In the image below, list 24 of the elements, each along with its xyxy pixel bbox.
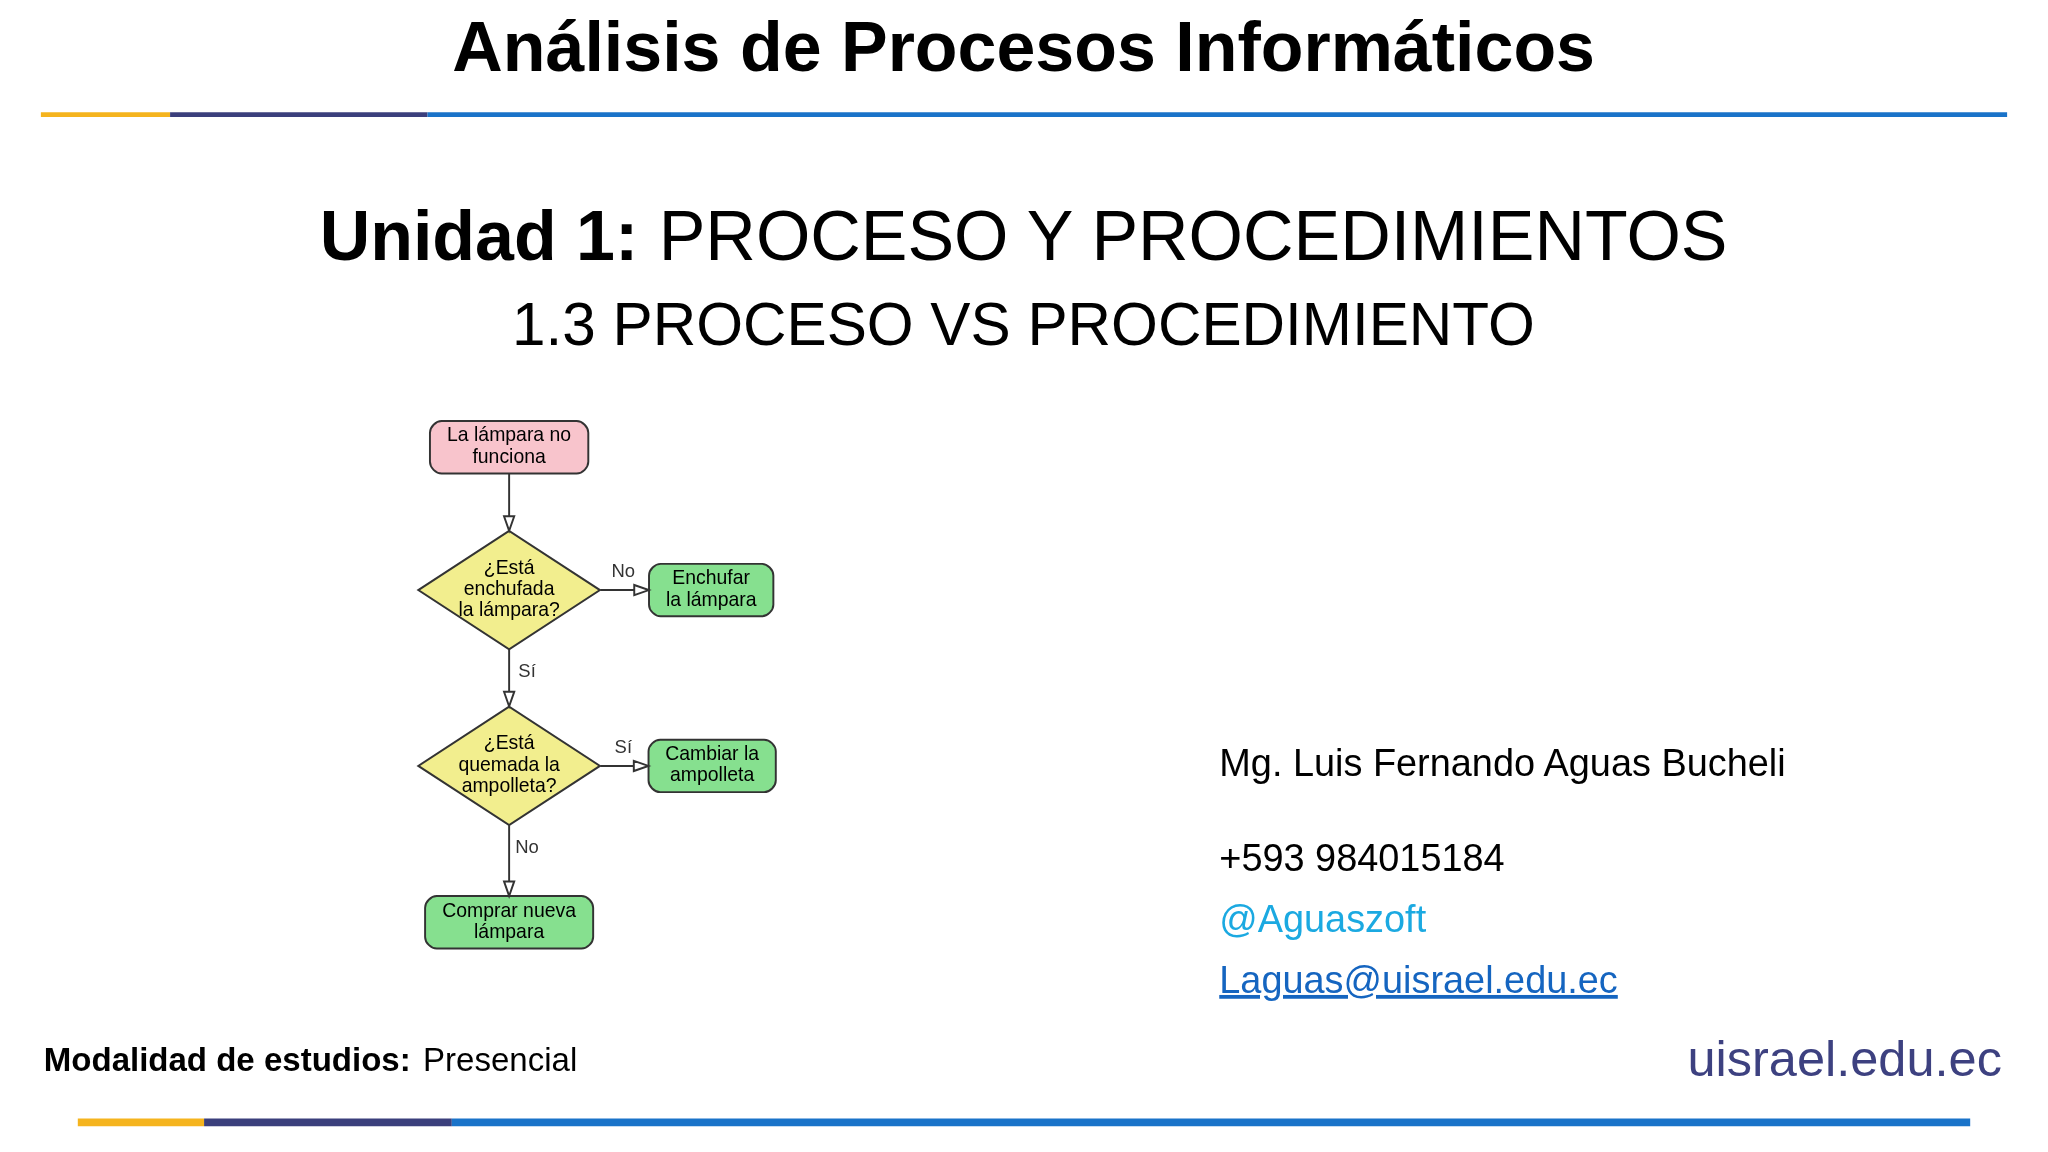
label: Laguas@uisrael.edu.ec: [1219, 958, 1618, 1001]
label: uisrael.edu.ec: [1687, 1029, 2002, 1087]
node-box: La lámpara no funciona: [428, 420, 590, 475]
label: Mg. Luis Fernando Aguas Bucheli: [1219, 741, 1786, 784]
arrow: [502, 472, 516, 534]
edge-label: No: [611, 559, 636, 581]
arrow: [502, 648, 516, 710]
node-diamond: ¿Está quemada la ampolleta?: [416, 705, 602, 827]
node-box: Cambiar la ampolleta: [647, 738, 777, 794]
node-diamond: ¿Está enchufada la lámpara?: [416, 529, 602, 651]
label: Modalidad de estudios: Presencial: [43, 1040, 578, 1078]
node-box: Enchufar la lámpara: [648, 562, 775, 618]
edge-label: Sí: [518, 659, 536, 681]
label: 1.3 PROCESO VS PROCEDIMIENTO: [512, 289, 1535, 358]
arrow: [599, 759, 652, 773]
arrow: [502, 824, 516, 899]
edge-label: Sí: [614, 735, 633, 757]
arrow: [599, 583, 652, 597]
label: +593 984015184: [1219, 836, 1505, 879]
edge-label: No: [515, 835, 539, 857]
node-box: Comprar nueva lámpara: [424, 895, 595, 950]
label: @Aguaszoft: [1219, 898, 1427, 941]
label: Unidad 1: PROCESO Y PROCEDIMIENTOS: [319, 196, 1728, 275]
diagram-title: Análisis de Procesos Informáticos: [452, 7, 1595, 86]
